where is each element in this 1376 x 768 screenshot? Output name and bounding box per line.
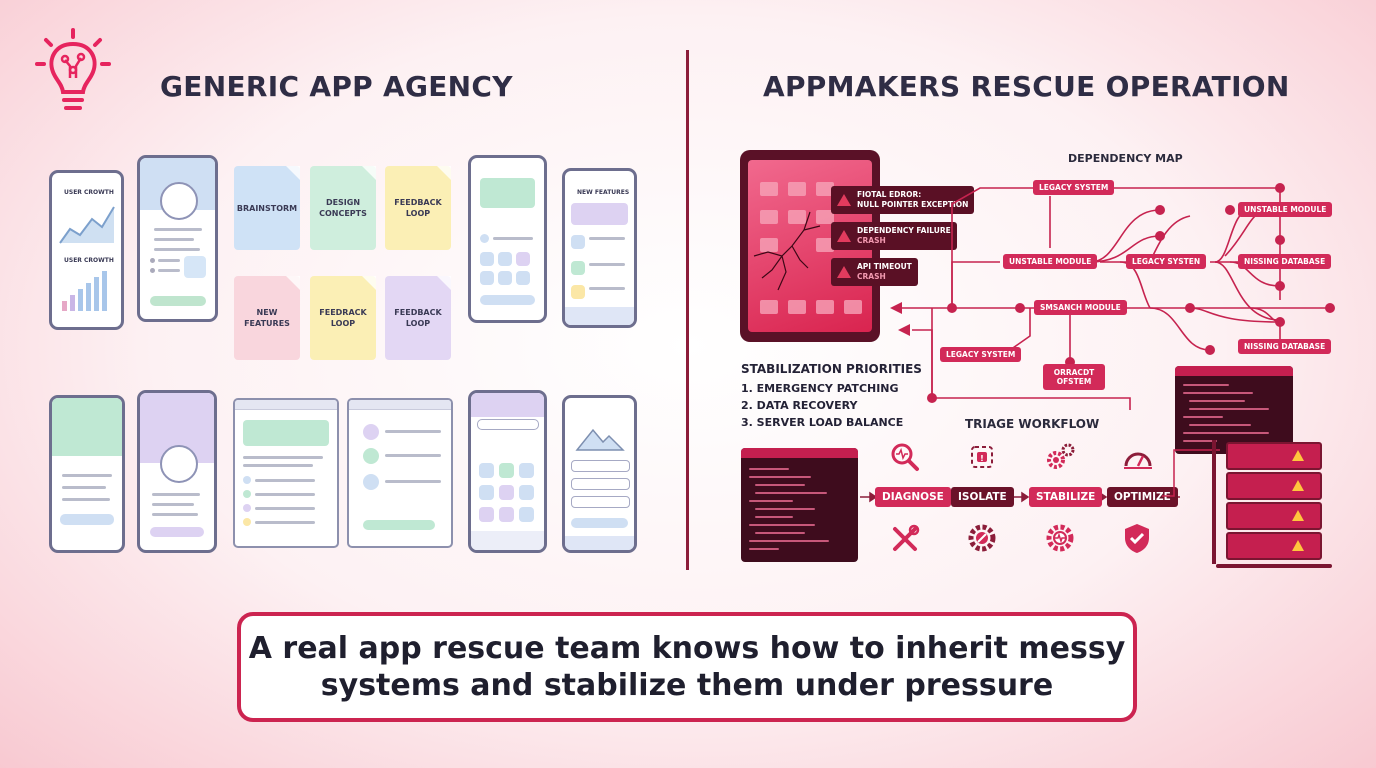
node-missing-database: NISSING DATABASE: [1238, 254, 1332, 269]
lightbulb-logo-icon: [34, 28, 112, 120]
code-window-left: [741, 448, 858, 562]
warning-icon: [837, 230, 851, 242]
banner-line-2: systems and stabilize them under pressur…: [320, 668, 1054, 703]
warning-icon: [1292, 540, 1304, 551]
speedometer-icon: [1124, 452, 1152, 469]
priority-item: 2. DATA RECOVERY: [741, 399, 858, 412]
search-input: [477, 419, 539, 430]
avatar-icon: [160, 445, 198, 483]
alert-detail: CRASH: [857, 236, 886, 245]
alert-detail: NULL POINTER EXCEPTION: [857, 200, 969, 209]
note-new-features: NEW FEATURES: [234, 276, 300, 360]
warning-icon: [1292, 480, 1304, 491]
phone-mockup-new-features: NEW FEATURES: [562, 168, 637, 328]
node-missing-database: NISSING DATABASE: [1238, 339, 1332, 354]
wrench-screwdriver-icon: [893, 524, 920, 551]
note-feedback-loop: FEEDBACK LOOP: [385, 276, 451, 360]
image-icon: [575, 428, 625, 451]
bar-chart-icon: [62, 271, 107, 311]
chart-label: USER CROWTH: [64, 257, 114, 264]
left-panel-title: GENERIC APP AGENCY: [160, 70, 513, 103]
browser-mockup-list: [347, 398, 453, 548]
alert-title: API TIMEOUT: [857, 262, 912, 271]
banner-text: A real app rescue team knows how to inhe…: [249, 630, 1126, 704]
connector-line: [1162, 449, 1220, 497]
triage-workflow-title: TRIAGE WORKFLOW: [965, 417, 1100, 431]
code-window-right: [1175, 366, 1293, 454]
warning-icon: [1292, 450, 1304, 461]
alert-title: FIOTAL EDROR:: [857, 190, 922, 199]
phone-mockup-list: [468, 155, 547, 323]
phone-mockup-charts: USER CROWTH USER CROWTH: [49, 170, 124, 330]
gear-wrench-icon: [968, 524, 996, 552]
step-stabilize: STABILIZE: [1029, 487, 1103, 507]
banner-line-1: A real app rescue team knows how to inhe…: [248, 631, 1126, 666]
note-design-concepts: DESIGN CONCEPTS: [310, 166, 376, 250]
magnifier-icon: [891, 443, 919, 471]
server-rack-icon: [1212, 440, 1332, 568]
phone-mockup-purple-profile: [137, 390, 217, 553]
gear-heartbeat-icon: [1046, 524, 1074, 552]
button-placeholder: [150, 296, 206, 306]
note-feedback-loop: FEEDBACK LOOP: [385, 166, 451, 250]
shield-check-icon: [1125, 524, 1149, 553]
note-feedback-loop: FEEDRACK LOOP: [310, 276, 376, 360]
node-system: ORRACDT OFSTEM: [1043, 364, 1105, 390]
panel-divider: [686, 50, 689, 570]
isolation-icon: !: [971, 446, 993, 468]
phone-label: NEW FEATURES: [577, 189, 630, 196]
node-legacy-system: LEGACY SYSTEN: [1126, 254, 1207, 269]
phone-mockup-gallery: [562, 395, 637, 553]
node-unstable-module: UNSTABLE MODULE: [1003, 254, 1098, 269]
summary-banner: A real app rescue team knows how to inhe…: [237, 612, 1137, 722]
browser-mockup-form: [233, 398, 339, 548]
alert-dependency-failure: DEPENDENCY FAILURE CRASH: [831, 222, 957, 250]
step-diagnose: DIAGNOSE: [875, 487, 951, 507]
node-legacy-system: LEGACY SYSTEM: [940, 347, 1022, 362]
phone-mockup-green: [49, 395, 125, 553]
phone-mockup-profile: [137, 155, 218, 322]
alert-detail: CRASH: [857, 272, 886, 281]
warning-icon: [1292, 510, 1304, 521]
node-unstable-module: UNSTABLE MODULE: [1238, 202, 1333, 217]
priority-item: 3. SERVER LOAD BALANCE: [741, 416, 904, 429]
chart-label: USER CROWTH: [64, 189, 114, 196]
image-placeholder-icon: [184, 256, 206, 278]
alert-title: DEPENDENCY FAILURE: [857, 226, 951, 235]
svg-text:!: !: [980, 454, 984, 463]
area-chart-icon: [59, 206, 115, 244]
alert-api-timeout: API TIMEOUT CRASH: [831, 258, 918, 286]
dependency-map-title: DEPENDENCY MAP: [1068, 152, 1183, 165]
phone-mockup-shop: [468, 390, 547, 553]
right-panel-title: APPMAKERS RESCUE OPERATION: [763, 70, 1290, 103]
alert-null-pointer: FIOTAL EDROR: NULL POINTER EXCEPTION: [831, 186, 975, 214]
step-isolate: ISOLATE: [951, 487, 1014, 507]
gears-icon: [1047, 443, 1075, 469]
step-optimize: OPTIMIZE: [1107, 487, 1178, 507]
warning-icon: [837, 194, 851, 206]
note-brainstorm: BRAINSTORM: [234, 166, 300, 250]
node-module: SMSANCH MODULE: [1034, 300, 1127, 315]
warning-icon: [837, 266, 851, 278]
node-legacy-system: LEGACY SYSTEM: [1033, 180, 1115, 195]
priority-item: 1. EMERGENCY PATCHING: [741, 382, 899, 395]
avatar-icon: [160, 182, 198, 220]
priorities-title: STABILIZATION PRIORITIES: [741, 362, 922, 376]
